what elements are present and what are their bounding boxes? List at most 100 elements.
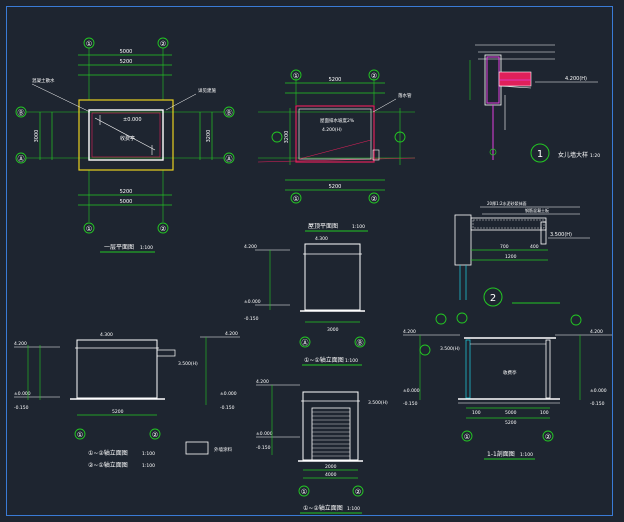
plan1-dim-side: 3000: [34, 130, 40, 143]
section-scale: 1:100: [520, 452, 533, 458]
plan1-scale: 1:100: [140, 245, 153, 251]
plan2-section-bubble-left: [271, 131, 283, 143]
plan1-axis-bottom-2: ②: [160, 225, 166, 233]
elev-front-scale1: 1:100: [142, 451, 155, 457]
plan1-axis-bottom-1: ①: [86, 225, 92, 233]
section-1-1: 4.200 4.200 ±0.000 -0.150 ±0.000 -0.150 …: [403, 312, 612, 460]
plan2-roof-note: 屋面排水坡度2%: [320, 117, 355, 124]
elev-back-dim2: 4000: [325, 472, 337, 478]
section-dim-total: 5200: [505, 420, 517, 426]
plan1-axis-bubble-left-a: [15, 152, 27, 164]
plan2-note-right: 落水管: [398, 92, 412, 99]
plan1-axis-top-1: ①: [86, 40, 92, 48]
elev-back-dim1: 2000: [325, 464, 337, 470]
svg-text:4.300: 4.300: [100, 332, 113, 338]
plan1-note-left: 混凝土散水: [32, 77, 55, 84]
plan2-axis-bubble-top-2: [368, 69, 380, 81]
plan1-dim-bottom-inner: 5000: [120, 199, 133, 205]
section-mid-elev: 3.500(H): [440, 346, 460, 352]
elev-small-axis-b: Ⓑ: [357, 339, 364, 347]
section-axis-2: ②: [545, 433, 551, 441]
plan2-roof-elev: 4.200(H): [322, 127, 342, 133]
drawing-frame: [6, 6, 613, 516]
detail1-title: 女儿墙大样: [558, 151, 588, 159]
plan1-axis-bubble-top-1: [83, 37, 95, 49]
plan1-dim-bottom-total: 5200: [120, 189, 133, 195]
svg-text:4.300: 4.300: [315, 236, 328, 242]
svg-text:±0.000: ±0.000: [220, 391, 237, 397]
section-dim1: 100: [472, 410, 481, 416]
elev-back-scale: 1:100: [347, 506, 360, 512]
svg-text:±0.000: ±0.000: [590, 388, 607, 394]
elev-back-base-elev: ±0.000: [256, 431, 273, 437]
section-base-elev: ±0.000: [403, 388, 420, 394]
elevation-back: 4.200 ±0.000 -0.150: [256, 379, 388, 514]
plan2-axis-bubble-bottom-2: [368, 192, 380, 204]
plan1-axis-bubble-right-a: [223, 152, 235, 164]
elev-front-ground-elev: -0.150: [14, 405, 29, 411]
elev-back-axis-1: ①: [301, 488, 307, 496]
plan2-dim-bottom: 5200: [329, 184, 342, 190]
detail1-bubble-number: 1: [537, 149, 543, 160]
plan1-wall: [88, 109, 164, 161]
plan2-title: 屋顶平面图: [308, 223, 338, 230]
elev-small-scale: 1:100: [345, 358, 358, 364]
plan2-section-bubble-right: [394, 131, 406, 143]
section-top-elev-left: 4.200: [403, 329, 416, 335]
elev-front-mid-elev: 3.500(H): [178, 361, 198, 367]
plan2-axis-top-1: ①: [293, 72, 299, 80]
plan2-axis-bubble-bottom-1: [290, 192, 302, 204]
elev-front-top-elev: 4.200: [14, 341, 27, 347]
plan1-axis-bubble-right-b: [223, 106, 235, 118]
detail1-bubble: [530, 143, 550, 163]
plan1-elev-label: ±0.000: [123, 117, 142, 123]
plan1-axis-left-a: Ⓐ: [18, 155, 25, 163]
section-top-elev-right: 4.200: [590, 329, 603, 335]
section-title: 1-1剖面图: [487, 450, 515, 458]
elev-back-mid-elev: 3.500(H): [368, 400, 388, 406]
elevation-front: 4.200 ±0.000 -0.150 5200 4.300 3.500(H) …: [14, 331, 240, 469]
legend-label: 外墙涂料: [214, 446, 232, 453]
plan1-note-right: 详见建施: [198, 87, 216, 94]
elevation-small: 4.200 ±0.000 -0.150 3000 4.300 Ⓐ Ⓑ ①~①轴立…: [244, 236, 366, 366]
plan1-axis-bubble-bottom-1: [83, 222, 95, 234]
plan1-dim-top-inner: 5200: [120, 59, 133, 65]
detail-canopy: 20厚1:2水泥砂浆抹面 钢筋混凝土板 700 400 1200 3.500(H…: [454, 200, 590, 307]
plan1-axis-bubble-bottom-2: [157, 222, 169, 234]
section-dim3: 100: [540, 410, 549, 416]
svg-text:-0.150: -0.150: [220, 405, 235, 411]
elev-small-dim: 3000: [327, 327, 339, 333]
detail1-roof-layer: [498, 71, 532, 87]
elev-front-dim: 5200: [112, 409, 124, 415]
elev-small-ground-elev: -0.150: [244, 316, 259, 322]
plan2-roof-outline: [295, 105, 375, 163]
plan2-dim-top: 5200: [329, 77, 342, 83]
plan1-room-label: 收费亭: [120, 135, 135, 142]
elev-front-axis-2: ②: [152, 431, 158, 439]
elev-small-base-elev: ±0.000: [244, 299, 261, 305]
elev-small-top-elev: 4.200: [244, 244, 257, 250]
elev-front-base-elev: ±0.000: [14, 391, 31, 397]
detail2-bubble: [483, 287, 503, 307]
legend-swatch: [185, 441, 209, 455]
detail2-bubble-number: 2: [490, 293, 496, 304]
plan2-scale: 1:100: [352, 224, 365, 230]
elev-back-title: ①~②轴立面图: [303, 504, 343, 512]
plan1-dim-top-total: 5000: [120, 49, 133, 55]
elev-front-title1: ①~②轴立面图: [88, 449, 128, 457]
section-axis-1: ①: [464, 433, 470, 441]
section-ground-elev: -0.150: [403, 401, 418, 407]
plan2-dim-side: 3200: [284, 131, 290, 144]
detail1-elev: 4.200(H): [565, 76, 587, 82]
elev-front-title2: ②~①轴立面图: [88, 461, 128, 469]
roller-door-slats: [312, 411, 350, 457]
section-room: 收费亭: [503, 369, 517, 376]
plan2-axis-top-2: ②: [371, 72, 377, 80]
detail-parapet: 4.200(H) 1 女儿墙大样 1:20: [469, 44, 600, 163]
plan-roof: 5200 5200 3200 屋面排水坡度2% 4.200(H) 落水管 ① ②…: [257, 69, 416, 232]
plan1-axis-right-a: Ⓐ: [226, 155, 233, 163]
plan1-dim-side-inner: 3200: [206, 130, 212, 143]
elev-back-ground-elev: -0.150: [256, 445, 271, 451]
